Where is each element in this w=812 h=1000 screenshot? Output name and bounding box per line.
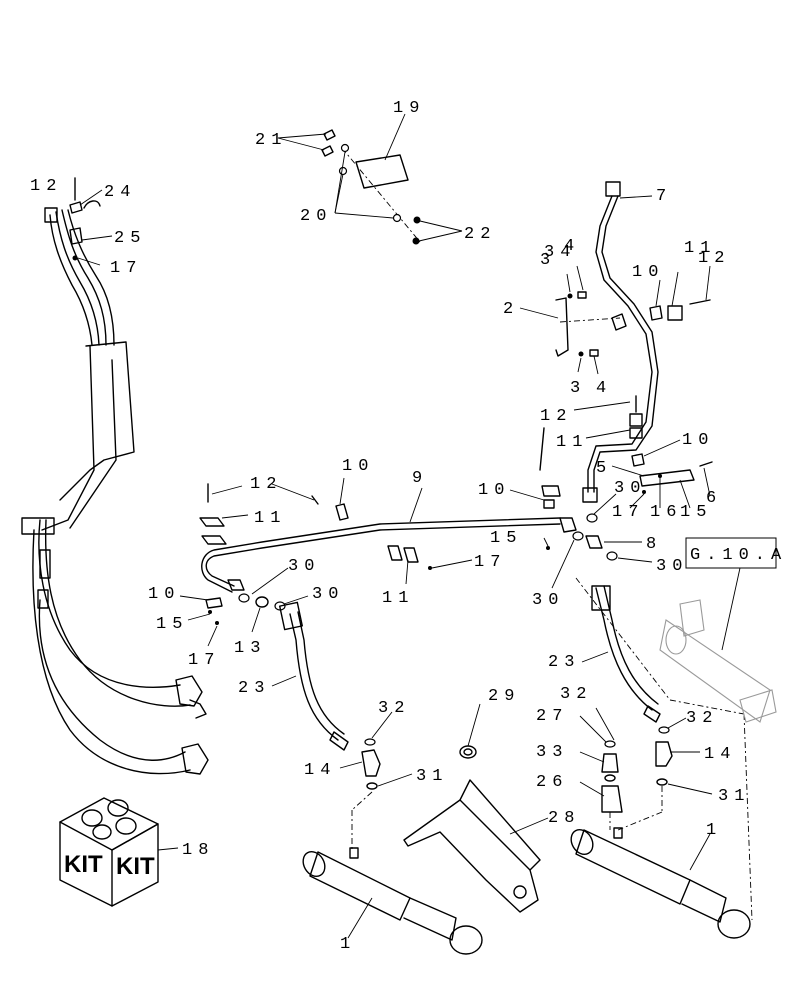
callout-10-b: 10 bbox=[682, 431, 714, 450]
callout-4-b: 4 bbox=[596, 379, 612, 398]
callout-33: 33 bbox=[536, 743, 568, 762]
bolt-12-right bbox=[689, 299, 711, 305]
callout-21: 21 bbox=[255, 131, 287, 150]
callout-17-a: 17 bbox=[110, 259, 142, 278]
callout-15-a: 15 bbox=[680, 503, 712, 522]
callout-26: 26 bbox=[536, 773, 568, 792]
callout-20: 20 bbox=[300, 207, 332, 226]
washer-20b bbox=[338, 166, 348, 176]
fitting-13-left bbox=[227, 579, 245, 591]
callout-3-a: 3 bbox=[540, 251, 556, 270]
kit-label-right: KIT bbox=[116, 853, 155, 880]
right-tube-assembly bbox=[519, 181, 713, 509]
callout-30-d: 30 bbox=[288, 557, 320, 576]
clamp-25 bbox=[69, 227, 83, 245]
reference-box bbox=[685, 537, 777, 569]
callout-10-c: 10 bbox=[342, 457, 374, 476]
nut-22a bbox=[413, 216, 421, 224]
callout-17-c: 17 bbox=[474, 553, 506, 572]
callout-30-b: 30 bbox=[656, 557, 688, 576]
callout-1-b: 1 bbox=[706, 821, 722, 840]
plate-assembly bbox=[277, 113, 463, 245]
callout-8: 8 bbox=[646, 535, 662, 554]
hoses-23 bbox=[271, 585, 661, 751]
fitting-8 bbox=[585, 535, 603, 549]
callout-10-d: 10 bbox=[478, 481, 510, 500]
callout-17-b: 17 bbox=[612, 503, 644, 522]
callout-7: 7 bbox=[656, 187, 672, 206]
callout-18: 18 bbox=[182, 841, 214, 860]
callout-14-b: 14 bbox=[704, 745, 736, 764]
bolt-21a bbox=[323, 129, 336, 141]
callout-labels: 19 21 20 22 12 24 25 17 7 3 4 11 12 10 2… bbox=[30, 99, 787, 954]
callout-34: 34 bbox=[544, 243, 576, 262]
fitting-12 bbox=[44, 207, 58, 223]
callout-15-b: 15 bbox=[490, 529, 522, 548]
callout-14-a: 14 bbox=[304, 761, 336, 780]
fitting-7 bbox=[605, 181, 621, 197]
left-hose-bundle bbox=[21, 177, 209, 775]
callout-6: 6 bbox=[706, 489, 722, 508]
cylinder-left bbox=[302, 847, 483, 955]
cylinder-right bbox=[570, 827, 751, 939]
callout-13: 13 bbox=[234, 639, 266, 658]
callout-11-a: 11 bbox=[684, 239, 716, 258]
callout-4-a: 4 bbox=[564, 237, 580, 256]
nut-22b bbox=[412, 237, 420, 245]
elbow-fitting-b bbox=[181, 743, 209, 775]
kit-box-18: KIT KIT bbox=[59, 797, 179, 907]
callout-1-a: 1 bbox=[340, 935, 356, 954]
callout-12-d: 12 bbox=[250, 475, 282, 494]
clip-24 bbox=[69, 201, 83, 214]
callout-19: 19 bbox=[393, 99, 425, 118]
callout-12-c: 12 bbox=[540, 407, 572, 426]
bracket-28 bbox=[403, 703, 549, 913]
elbow-fitting-a bbox=[175, 675, 203, 707]
callout-32-b-left: 32 bbox=[560, 685, 592, 704]
callout-5: 5 bbox=[596, 459, 612, 478]
callout-25: 25 bbox=[114, 229, 146, 248]
washer-20c bbox=[392, 213, 402, 223]
callout-10-a: 10 bbox=[632, 263, 664, 282]
callout-10-e: 10 bbox=[148, 585, 180, 604]
callout-30-e: 30 bbox=[312, 585, 344, 604]
callout-12-b: 12 bbox=[698, 249, 730, 268]
callout-23-b: 23 bbox=[548, 653, 580, 672]
bolt-21b bbox=[321, 145, 334, 157]
callout-31-a: 31 bbox=[416, 767, 448, 786]
callout-11-d: 11 bbox=[382, 589, 414, 608]
callout-11-b: 11 bbox=[556, 433, 588, 452]
washer-20a bbox=[340, 143, 350, 153]
callout-32-b: 32 bbox=[686, 709, 718, 728]
callout-27: 27 bbox=[536, 707, 568, 726]
callout-12-a: 12 bbox=[30, 177, 62, 196]
bracket-left bbox=[59, 341, 135, 501]
callout-17-d: 17 bbox=[188, 651, 220, 670]
callout-9: 9 bbox=[412, 469, 428, 488]
callout-16: 16 bbox=[650, 503, 682, 522]
reference-cylinder-ghost bbox=[659, 537, 777, 723]
callout-11-c: 11 bbox=[254, 509, 286, 528]
callout-23-a: 23 bbox=[238, 679, 270, 698]
callout-32-a: 32 bbox=[378, 699, 410, 718]
callout-3-b: 3 bbox=[570, 379, 586, 398]
callout-29: 29 bbox=[488, 687, 520, 706]
cross-tube-9 bbox=[179, 477, 653, 647]
clamp-left bbox=[21, 517, 55, 535]
bracket-5 bbox=[639, 469, 695, 487]
callout-31-b: 31 bbox=[718, 787, 750, 806]
callout-2: 2 bbox=[503, 300, 519, 319]
bracket-2 bbox=[555, 297, 569, 357]
callout-15-c: 15 bbox=[156, 615, 188, 634]
callout-30-c: 30 bbox=[532, 591, 564, 610]
cylinder-fittings bbox=[339, 577, 753, 921]
kit-label-left: KIT bbox=[64, 851, 103, 878]
callout-30-a: 30 bbox=[614, 479, 646, 498]
callout-22: 22 bbox=[464, 225, 496, 244]
reference-label: G.10.A bbox=[690, 546, 787, 565]
callout-28: 28 bbox=[548, 809, 580, 828]
plate-19 bbox=[355, 154, 409, 189]
callout-24: 24 bbox=[104, 183, 136, 202]
